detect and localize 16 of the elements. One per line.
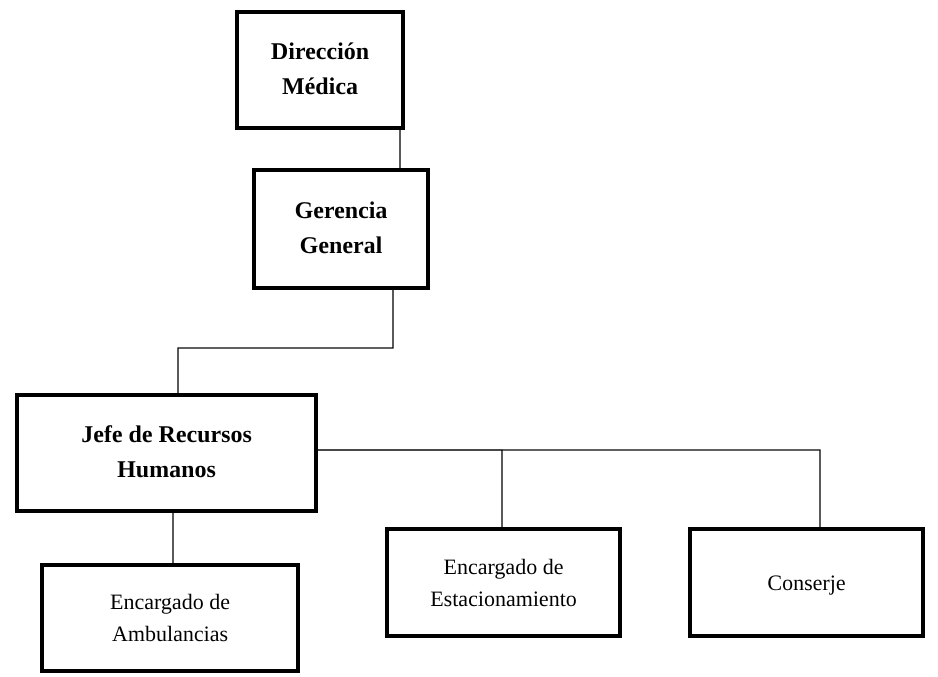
connector-line — [177, 290, 394, 393]
org-box — [235, 10, 405, 130]
org-box — [688, 527, 925, 638]
connector-line — [172, 513, 174, 563]
box-title: Jefe de Recursos Humanos — [80, 421, 253, 485]
connector-line — [399, 130, 401, 168]
box-title: Gerencia General — [294, 197, 388, 261]
box-title: Encargado de Estacionamiento — [429, 552, 578, 612]
box-title: Encargado de Ambulancias — [109, 588, 231, 648]
org-box — [252, 168, 430, 290]
box-title: Dirección Médica — [270, 38, 370, 102]
connector-line — [318, 449, 821, 527]
box-title: Conserje — [767, 568, 846, 597]
org-box — [15, 393, 318, 513]
org-box — [40, 563, 300, 673]
org-box — [385, 527, 622, 638]
